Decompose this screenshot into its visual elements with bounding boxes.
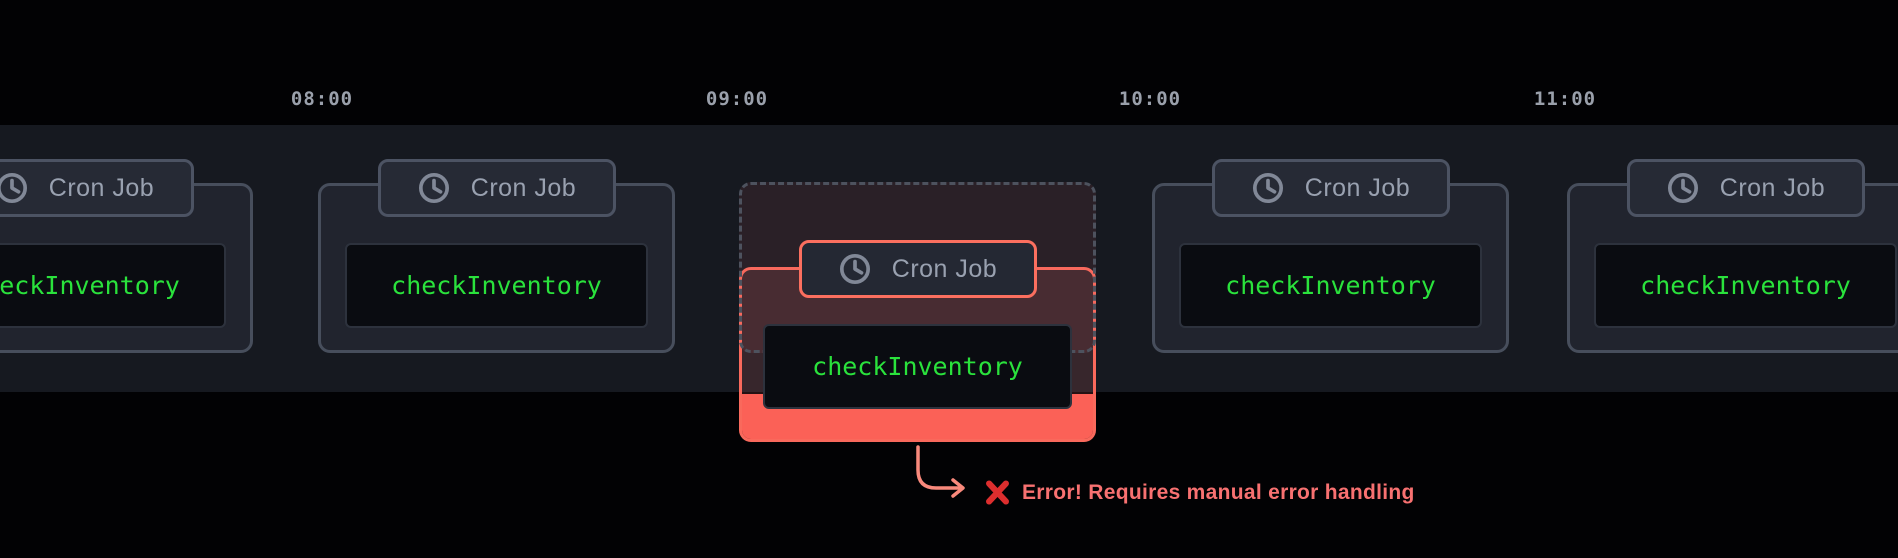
- cron-job-card-5[interactable]: Cron Job checkInventory: [1567, 159, 1898, 353]
- clock-icon: [418, 172, 449, 204]
- job-code-label: checkInventory: [0, 271, 180, 300]
- cross-mark-icon: [986, 480, 1009, 505]
- job-code-box: checkInventory: [345, 243, 648, 328]
- badge-label: Cron Job: [48, 173, 155, 202]
- time-label-1100: 11:00: [1533, 88, 1597, 110]
- ghost-scheduled-slot: [739, 182, 1096, 353]
- job-code-box: checkInventory: [1594, 243, 1897, 328]
- clock-icon: [0, 172, 27, 204]
- clock-icon: [1667, 172, 1698, 204]
- cron-job-badge: Cron Job: [0, 159, 194, 217]
- job-code-label: checkInventory: [1640, 271, 1851, 300]
- job-code-box: checkInventory: [1179, 243, 1482, 328]
- cron-job-card-1[interactable]: Cron Job checkInventory: [0, 159, 253, 353]
- cron-job-card-4[interactable]: Cron Job checkInventory: [1152, 159, 1509, 353]
- time-label-0900: 09:00: [705, 88, 769, 110]
- clock-icon: [1252, 172, 1283, 204]
- badge-label: Cron Job: [1304, 173, 1411, 202]
- job-code-label: checkInventory: [391, 271, 602, 300]
- badge-label: Cron Job: [470, 173, 577, 202]
- error-callout: Error! Requires manual error handling: [984, 479, 1415, 506]
- badge-label: Cron Job: [1719, 173, 1826, 202]
- cron-job-badge: Cron Job: [1626, 159, 1865, 217]
- error-arrow: [916, 445, 965, 498]
- cron-job-card-2[interactable]: Cron Job checkInventory: [318, 159, 675, 353]
- time-label-0800: 08:00: [290, 88, 354, 110]
- error-footer-strip: [742, 394, 1093, 439]
- job-code-box: checkInventory: [0, 243, 226, 328]
- cron-job-badge: Cron Job: [377, 159, 616, 217]
- cron-job-badge: Cron Job: [1211, 159, 1450, 217]
- time-label-1000: 10:00: [1118, 88, 1182, 110]
- job-code-label: checkInventory: [1225, 271, 1436, 300]
- error-message: Error! Requires manual error handling: [1022, 480, 1415, 504]
